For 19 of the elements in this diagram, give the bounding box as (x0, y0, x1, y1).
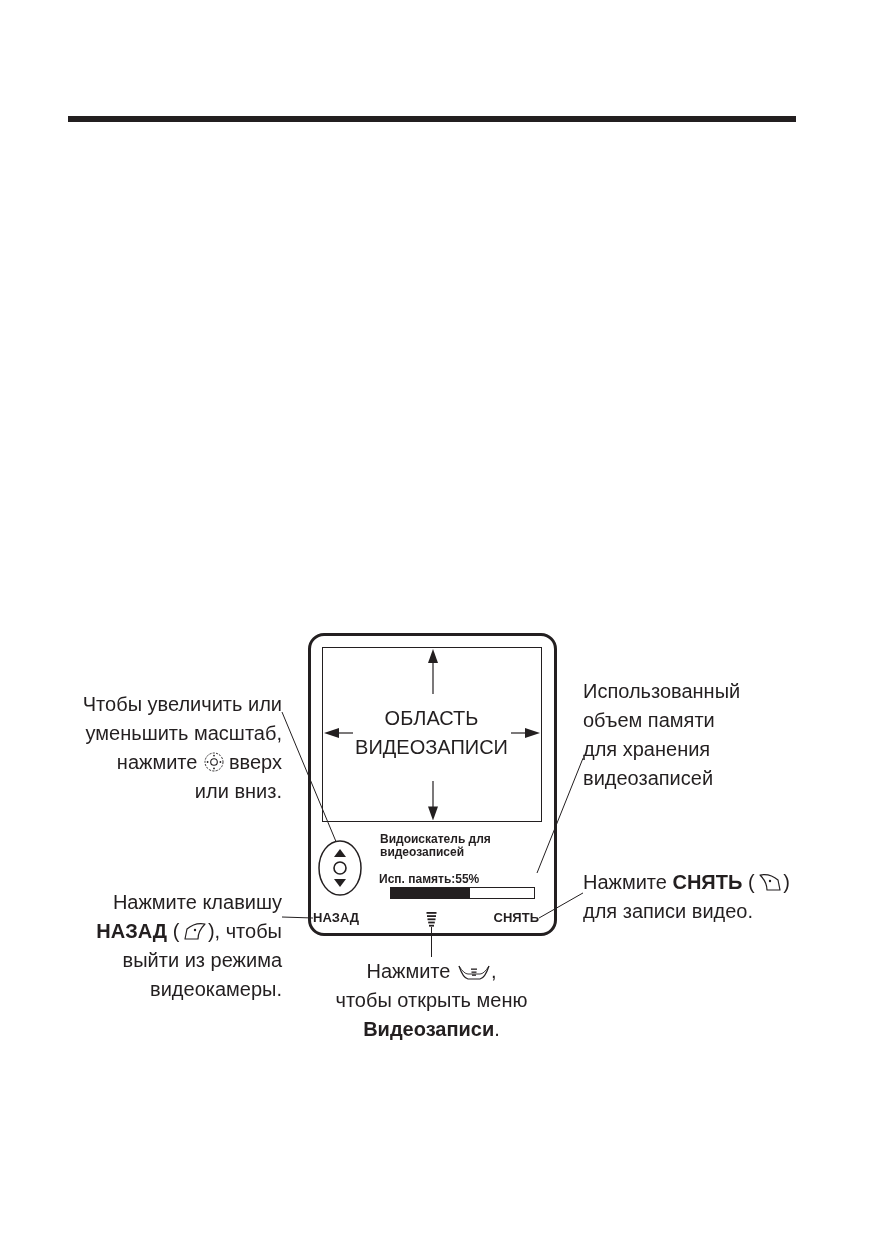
menu-icon (426, 911, 437, 927)
leader-line (536, 757, 584, 874)
callout-text: Нажмите СНЯТЬ ( ) для записи видео. (583, 868, 790, 926)
leader-line (281, 916, 314, 919)
leader-line (538, 892, 584, 919)
leader-line (281, 711, 337, 843)
softkey-label: НАЗАД (313, 909, 360, 927)
memory-usage-text: Исп. память:55% (379, 873, 480, 886)
screen-title: Видоискатель для видеозаписей (380, 833, 491, 859)
viewfinder-frame (322, 647, 542, 822)
viewfinder-label: ОБЛАСТЬ ВИДЕОЗАПИСИ (355, 705, 508, 760)
leader-line (431, 926, 432, 958)
callout-text: Чтобы увеличить или уменьшить масштаб, нажмите вверх или вниз. (82, 690, 282, 806)
callout-text: Нажмите клавишу НАЗАД ( ), чтобы выйти из режима видеокамеры. (96, 888, 282, 1004)
navigation-key-icon (318, 840, 362, 896)
softkey-label: СНЯТЬ (493, 909, 539, 927)
callout-text: Нажмите , чтобы открыть меню Видеозаписи. (335, 957, 528, 1044)
phone-screen (308, 633, 557, 936)
callout-text: Использованный объем памяти для хранения видеозаписей (583, 677, 741, 793)
